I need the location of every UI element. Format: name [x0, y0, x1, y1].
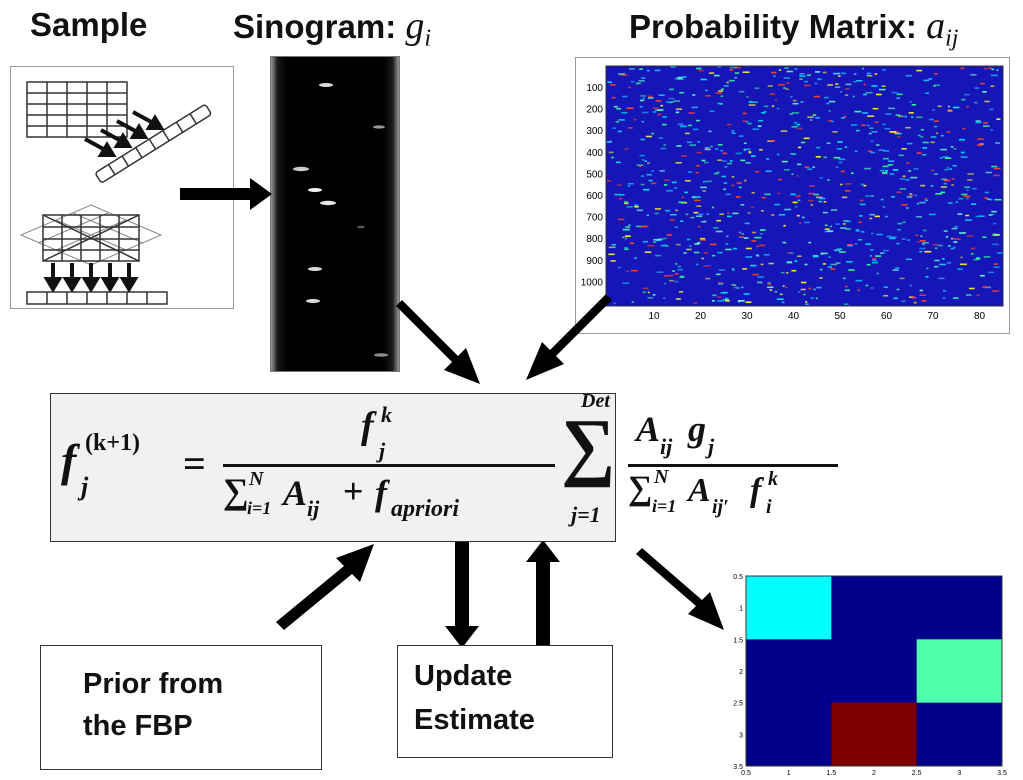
- probability-matrix-title: Probability Matrix: aij: [629, 5, 959, 52]
- prior-line-2: the FBP: [83, 710, 193, 742]
- formula-apriori-sub: apriori: [391, 496, 460, 522]
- formula-denominator-sum: ∑: [223, 471, 249, 511]
- result-x-tick: 3.5: [997, 770, 1007, 776]
- probability-matrix-plot: 100 200 300 400 500 600 700 800 900 1000 10 20 30 40 5…: [575, 57, 1010, 334]
- result-y-tick: 2.5: [733, 701, 743, 708]
- result-x-tick: 3: [957, 770, 961, 776]
- formula-right-den-f-sub: i: [766, 496, 772, 518]
- matrix-y-tick: 600: [586, 191, 603, 202]
- result-cell: [916, 639, 1003, 704]
- arrow-formula-to-update: [445, 540, 479, 648]
- formula-fraction-bar-1: [223, 464, 555, 467]
- result-cell: [831, 639, 918, 704]
- formula-right-den-A: A: [688, 472, 711, 509]
- formula-right-den-f-sup: k: [768, 468, 778, 490]
- matrix-x-tick: 80: [974, 311, 986, 322]
- matrix-x-tick: 70: [927, 311, 939, 322]
- formula-right-den-sum-sup: N: [654, 466, 669, 488]
- matrix-x-tick: 50: [834, 311, 846, 322]
- formula-right-num-A-sub: ij: [660, 434, 673, 459]
- result-cell: [746, 702, 832, 767]
- formula-plus: +: [343, 471, 364, 511]
- matrix-x-tick: 30: [741, 311, 753, 322]
- result-cell: [916, 702, 1003, 767]
- matrix-y-tick: 300: [586, 126, 603, 137]
- result-x-tick: 1: [787, 770, 791, 776]
- arrow-sample-to-sinogram: [180, 178, 272, 210]
- result-x-tick: 2: [872, 770, 876, 776]
- prior-line-1: Prior from: [83, 668, 224, 700]
- matrix-x-tick: 20: [695, 311, 707, 322]
- arrow-update-to-formula: [526, 540, 560, 646]
- prior-from-fbp-box: Prior from the FBP: [40, 645, 322, 770]
- formula-big-sum-bottom: j=1: [571, 502, 601, 527]
- matrix-x-tick: 60: [881, 311, 893, 322]
- result-cell: [916, 576, 1003, 640]
- formula-big-sum: ∑: [561, 404, 616, 488]
- formula-denominator-term: A: [283, 473, 308, 513]
- formula-big-sum-top: Det: [581, 390, 610, 412]
- matrix-y-tick: 500: [586, 169, 603, 180]
- matrix-y-tick: 200: [586, 105, 603, 116]
- sample-illustration: [10, 66, 234, 309]
- formula-right-den-sum-sub: i=1: [652, 496, 677, 516]
- sinogram-bright-spots: [293, 83, 388, 357]
- result-cell: [831, 702, 918, 767]
- result-cell: [831, 576, 918, 640]
- formula-right-num-g: g: [688, 409, 706, 449]
- sample-title: Sample: [30, 6, 148, 43]
- arrow-matrix-to-formula: [526, 294, 612, 380]
- matrix-y-tick: 100: [586, 83, 603, 94]
- matrix-y-tick: 700: [586, 213, 603, 224]
- formula-numerator-sub: j: [379, 438, 386, 463]
- formula-right-den-sum: ∑: [628, 470, 653, 507]
- formula-denominator-sum-sup: N: [249, 468, 264, 490]
- result-cell: [746, 639, 832, 704]
- update-line-1: Update: [414, 660, 513, 692]
- update-line-2: Estimate: [414, 704, 535, 736]
- matrix-y-tick: 900: [586, 256, 603, 267]
- sinogram-title: Sinogram: gi: [233, 5, 432, 52]
- result-y-tick: 3: [739, 732, 743, 739]
- formula-right-den-A-sub: ij′: [712, 496, 729, 518]
- matrix-y-tick: 400: [586, 148, 603, 159]
- formula-numerator-sup: k: [381, 402, 392, 427]
- result-x-tick: 1.5: [826, 770, 836, 776]
- matrix-heatmap: 100 200 300 400 500 600 700 800 900 1000 10 20 30 40 5…: [581, 65, 1004, 322]
- result-y-tick: 1: [739, 606, 743, 613]
- formula-lhs-sup: (k+1): [85, 430, 141, 456]
- formula-denominator-sum-sub: i=1: [247, 498, 272, 518]
- matrix-x-tick: 10: [648, 311, 660, 322]
- formula-right-num-g-sub: j: [708, 434, 715, 459]
- formula-fraction-bar-2: [628, 464, 838, 467]
- arrow-formula-to-result: [636, 548, 724, 630]
- formula-denominator-term-sub: ij: [307, 496, 320, 521]
- sample-grid-diagram: [19, 81, 212, 305]
- formula-lhs: f: [61, 435, 77, 486]
- update-estimate-box: Update Estimate: [397, 645, 613, 758]
- arrow-prior-to-formula: [276, 544, 374, 630]
- formula-right-den-f: f: [750, 472, 762, 509]
- result-y-tick: 2: [739, 669, 743, 676]
- mlem-update-formula: f j (k+1) = f j k ∑ N i=1 A ij + f aprio…: [50, 390, 616, 542]
- formula-equals: =: [183, 441, 206, 486]
- arrow-sinogram-to-formula: [396, 300, 480, 384]
- result-y-tick: 3.5: [733, 764, 743, 771]
- sinogram-image: [270, 56, 400, 372]
- formula-numerator: f: [361, 405, 374, 447]
- matrix-x-tick: 40: [788, 311, 800, 322]
- result-x-tick: 0.5: [741, 770, 751, 776]
- matrix-y-tick: 1000: [581, 277, 604, 288]
- matrix-y-tick: 800: [586, 234, 603, 245]
- result-y-tick: 0.5: [733, 574, 743, 581]
- result-x-tick: 2.5: [912, 770, 922, 776]
- formula-lhs-sub: j: [81, 472, 89, 501]
- result-y-tick: 1.5: [733, 637, 743, 644]
- result-cell: [746, 576, 832, 640]
- matrix-streaks: [606, 66, 1003, 305]
- formula-apriori: f: [375, 473, 387, 513]
- formula-right-num-A: A: [636, 409, 661, 449]
